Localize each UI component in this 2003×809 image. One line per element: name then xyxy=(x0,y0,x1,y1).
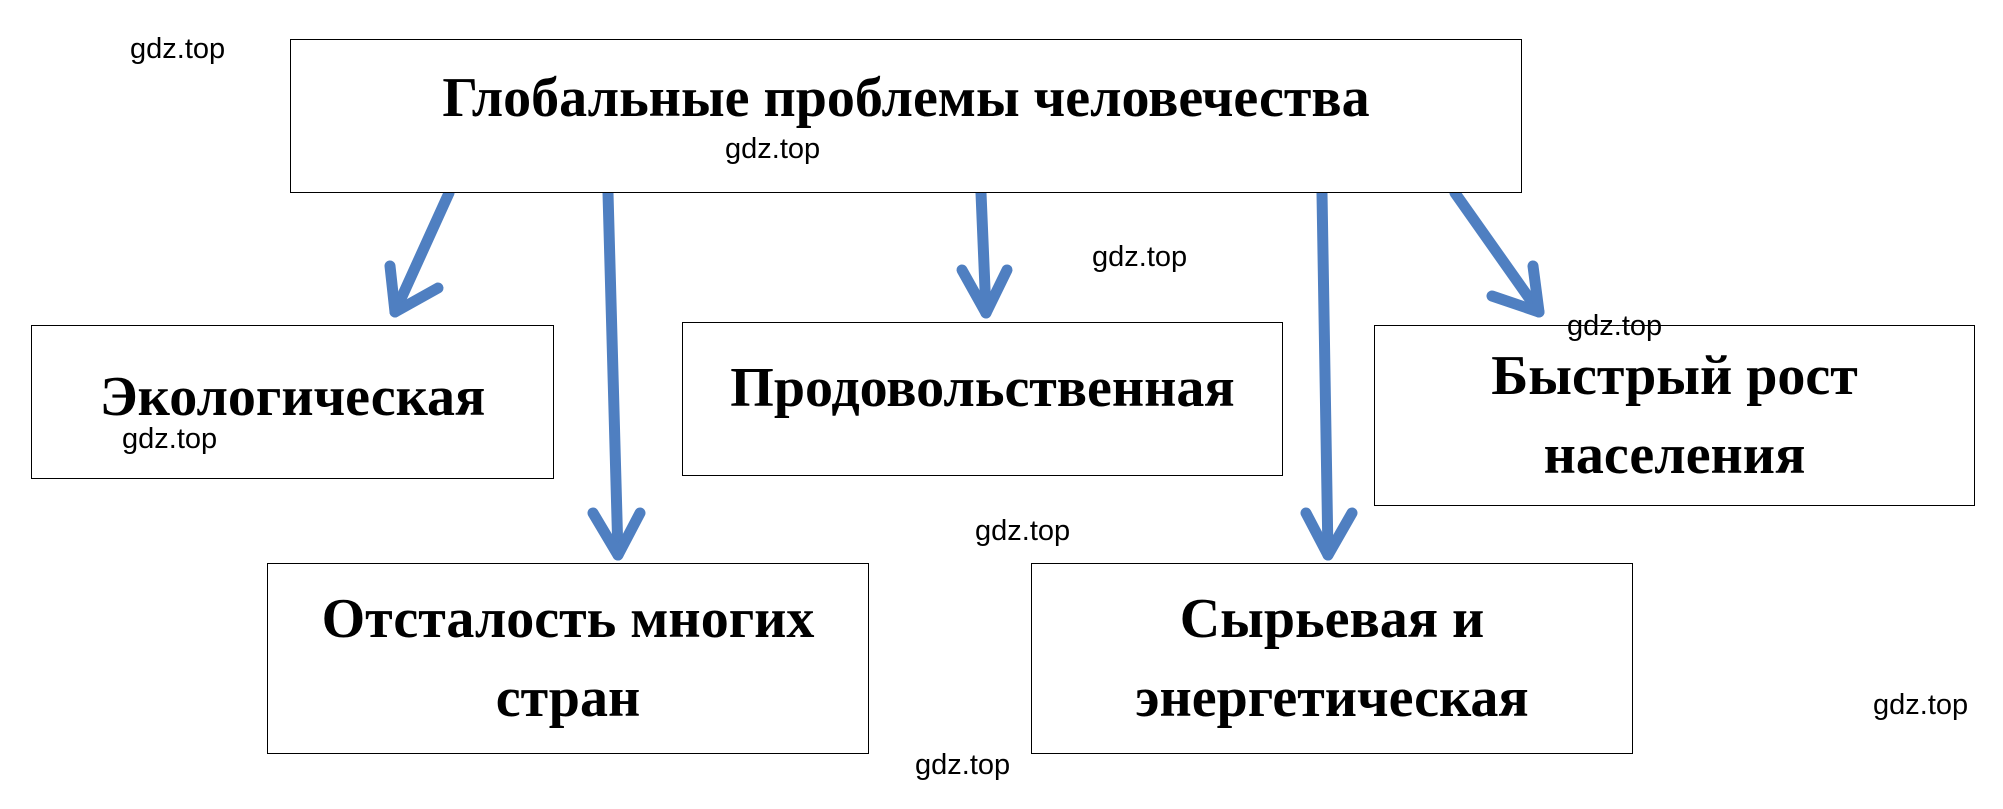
child-box-ecological: Экологическая xyxy=(31,325,554,479)
child-label-population-line2: населения xyxy=(1543,423,1806,486)
child-label-backwardness-line2: стран xyxy=(495,666,641,729)
watermark: gdz.top xyxy=(975,515,1071,547)
child-label-food: Продовольственная xyxy=(730,356,1235,419)
watermark: gdz.top xyxy=(122,423,218,455)
watermark: gdz.top xyxy=(1873,689,1969,721)
child-box-food: Продовольственная xyxy=(682,322,1283,476)
child-box-population: Быстрый рост населения xyxy=(1374,325,1975,506)
child-label-ecological: Экологическая xyxy=(99,365,486,428)
watermark: gdz.top xyxy=(1092,241,1188,273)
watermark: gdz.top xyxy=(725,133,821,165)
child-label-resources-line2: энергетическая xyxy=(1135,666,1529,729)
arrow-to-ecological xyxy=(384,187,455,318)
child-box-resources: Сырьевая и энергетическая xyxy=(1031,563,1633,754)
root-label: Глобальные проблемы человечества xyxy=(442,66,1370,129)
arrow-to-population xyxy=(1449,187,1545,318)
arrow-to-backwardness xyxy=(587,187,646,561)
arrow-to-food xyxy=(956,187,1013,319)
child-box-backwardness: Отсталость многих стран xyxy=(267,563,869,754)
child-label-backwardness-line1: Отсталость многих xyxy=(321,588,815,651)
arrow-to-resources xyxy=(1300,187,1358,561)
watermark: gdz.top xyxy=(130,33,226,65)
watermark: gdz.top xyxy=(915,749,1011,781)
root-box: Глобальные проблемы человечества xyxy=(290,39,1522,193)
child-label-resources-line1: Сырьевая и xyxy=(1179,588,1485,651)
child-label-population-line1: Быстрый рост xyxy=(1491,345,1858,408)
watermark: gdz.top xyxy=(1567,310,1663,342)
